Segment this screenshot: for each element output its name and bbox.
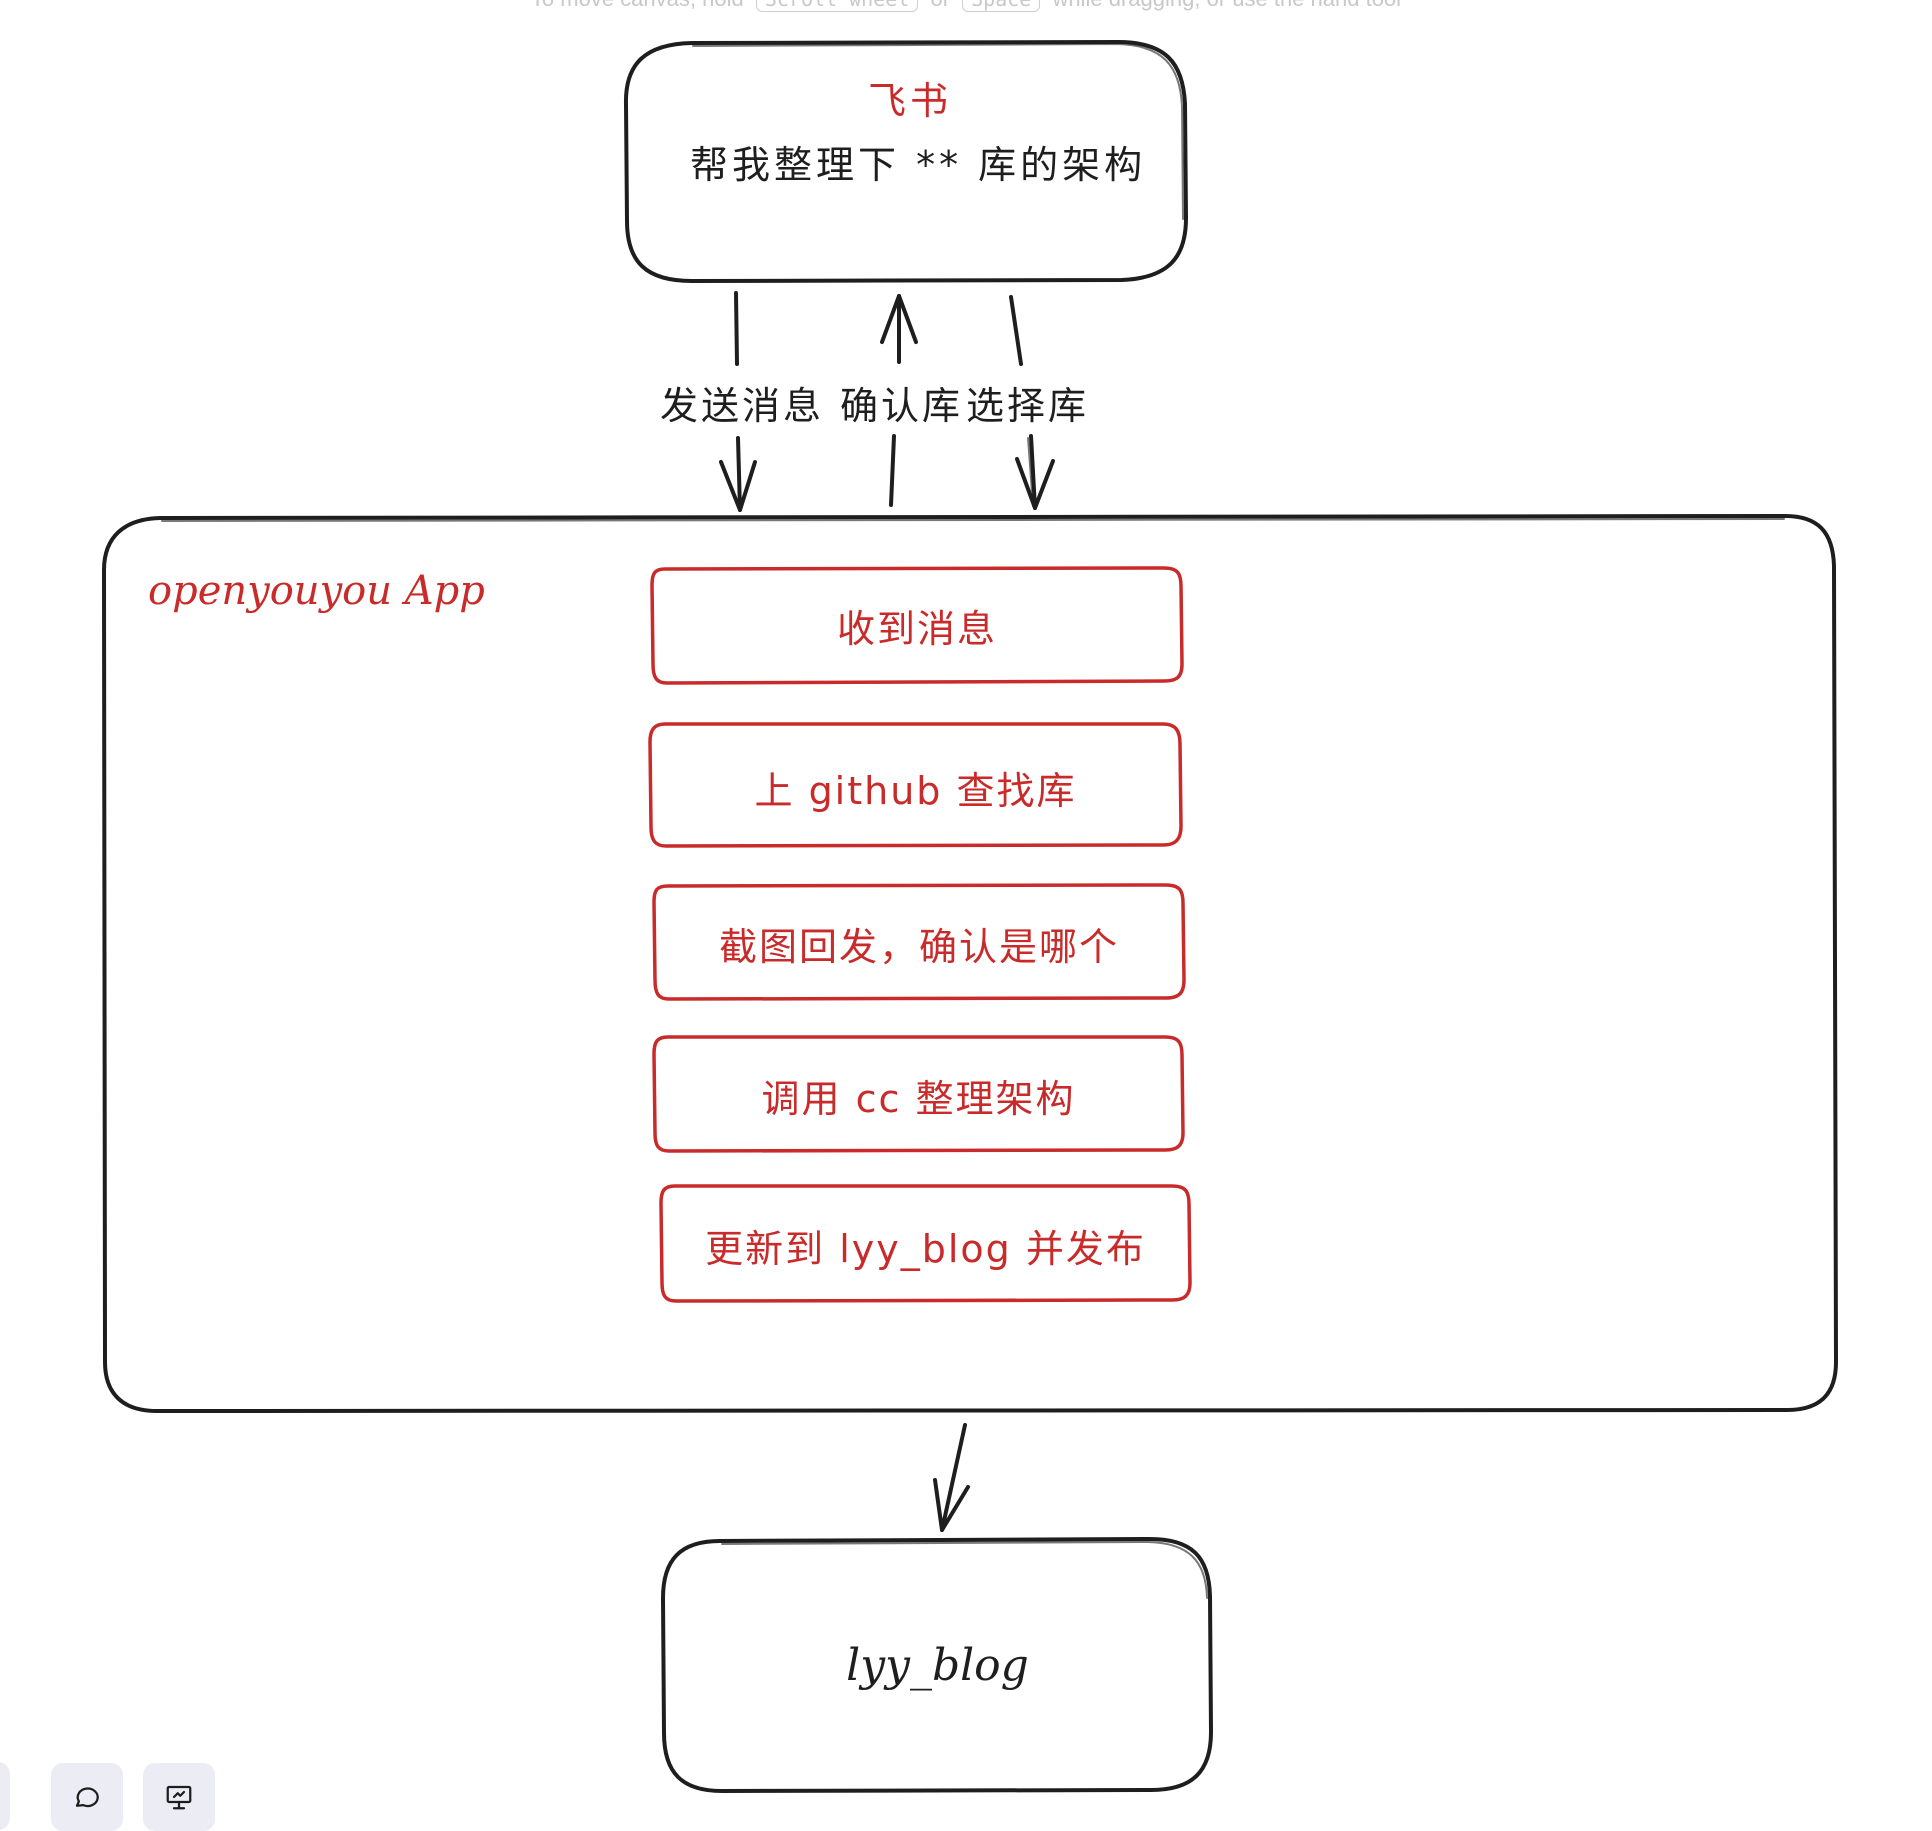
step-publish-label: 更新到 lyy_blog 并发布 <box>705 1227 1146 1271</box>
canvas-hint-key-scroll: Scroll wheel <box>755 0 919 12</box>
blog-label: lyy_blog <box>846 1640 1029 1691</box>
step-box-screenshot[interactable] <box>652 883 1186 1001</box>
toolbar-edge-button[interactable] <box>0 1762 10 1830</box>
step-receive-label: 收到消息 <box>836 607 997 651</box>
feishu-message: 帮我整理下 ** 库的架构 <box>690 143 1147 187</box>
blog-box[interactable] <box>661 1537 1213 1793</box>
step-box-receive[interactable] <box>650 566 1184 685</box>
feishu-title: 飞书 <box>868 79 953 123</box>
step-github-label: 上 github 查找库 <box>754 769 1077 813</box>
step-screenshot-label: 截图回发，确认是哪个 <box>718 925 1119 969</box>
edge-label-confirm: 确认库 <box>840 384 964 428</box>
arrow-select-head <box>1015 457 1055 510</box>
canvas-hint-key-space: Space <box>962 0 1041 12</box>
arrow-confirm-bottom <box>889 434 896 507</box>
app-title: openyouyou App <box>148 568 485 614</box>
arrow-app-to-blog <box>940 1423 967 1532</box>
presentation-button[interactable] <box>143 1763 215 1831</box>
arrow-app-to-blog-head <box>933 1478 970 1532</box>
step-box-publish[interactable] <box>659 1184 1192 1303</box>
step-cc-label: 调用 cc 整理架构 <box>761 1077 1076 1121</box>
comment-icon <box>75 1787 99 1808</box>
edge-label-select: 选择库 <box>966 384 1090 428</box>
comment-button[interactable] <box>51 1763 123 1831</box>
canvas-hint-suffix: while dragging, or use the hand tool <box>1052 0 1401 11</box>
edge-label-send: 发送消息 <box>660 384 825 428</box>
arrow-send-message-head <box>719 460 757 512</box>
canvas-hint: To move canvas, hold Scroll wheel or Spa… <box>0 0 1932 12</box>
arrow-send-message-bottom <box>736 436 742 512</box>
arrow-select-top <box>1009 295 1023 366</box>
feishu-box[interactable] <box>623 40 1188 283</box>
arrow-confirm-head <box>880 294 918 344</box>
canvas-hint-prefix: To move canvas, hold <box>531 0 744 11</box>
arrow-send-message-top <box>734 291 739 366</box>
app-container[interactable] <box>102 514 1838 1413</box>
arrow-select-bottom <box>1029 434 1037 510</box>
step-box-github[interactable] <box>648 722 1183 848</box>
canvas-hint-middle: or <box>930 0 950 11</box>
presentation-icon <box>166 1785 192 1810</box>
step-box-cc[interactable] <box>652 1035 1185 1153</box>
